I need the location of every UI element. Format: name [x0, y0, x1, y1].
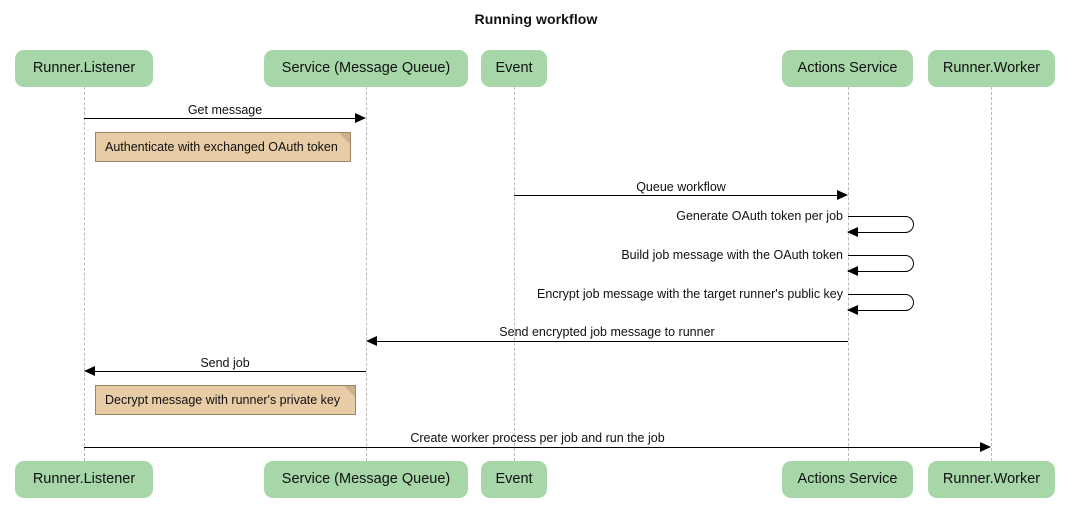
note-fold-inner-icon — [339, 133, 350, 144]
note-text: Decrypt message with runner's private ke… — [105, 393, 341, 407]
message-label-send-job: Send job — [200, 356, 250, 370]
participant-runner-worker-bottom[interactable]: Runner.Worker — [928, 461, 1055, 498]
arrowhead-left-send-encrypted-job-message-to-runner — [366, 336, 377, 346]
arrowhead-left-generate-oauth-token-per-job — [847, 227, 858, 237]
message-label-get-message: Get message — [187, 103, 263, 117]
note-text: Authenticate with exchanged OAuth token — [105, 140, 338, 154]
message-label-create-worker-process-per-job-and-run-the-job: Create worker process per job and run th… — [410, 431, 665, 445]
message-label-generate-oauth-token-per-job: Generate OAuth token per job — [676, 209, 843, 223]
lifeline-runner-worker — [991, 87, 992, 461]
participant-runner-worker-top[interactable]: Runner.Worker — [928, 50, 1055, 87]
arrowhead-left-build-job-message-with-the-oauth-token — [847, 266, 858, 276]
message-label-build-job-message-with-the-oauth-token: Build job message with the OAuth token — [621, 248, 843, 262]
message-line-send-job — [95, 371, 366, 372]
participant-runner-listener-top[interactable]: Runner.Listener — [15, 50, 153, 87]
note-fold-inner-icon — [344, 386, 355, 397]
note-decrypt-message-with-runners-private-key: Decrypt message with runner's private ke… — [95, 385, 356, 415]
arrowhead-left-encrypt-job-message-with-the-target-runners-public-key — [847, 305, 858, 315]
arrowhead-right-queue-workflow — [837, 190, 848, 200]
message-line-queue-workflow — [514, 195, 837, 196]
participant-event-top[interactable]: Event — [481, 50, 547, 87]
participant-actions-service-top[interactable]: Actions Service — [782, 50, 913, 87]
lifeline-event — [514, 87, 515, 461]
participant-runner-listener-bottom[interactable]: Runner.Listener — [15, 461, 153, 498]
self-message-loop-generate-oauth-token-per-job — [848, 216, 914, 233]
message-line-send-encrypted-job-message-to-runner — [377, 341, 848, 342]
message-line-get-message — [84, 118, 355, 119]
arrowhead-left-send-job — [84, 366, 95, 376]
participant-service-message-queue-top[interactable]: Service (Message Queue) — [264, 50, 468, 87]
lifeline-service-message-queue — [366, 87, 367, 461]
self-message-loop-build-job-message-with-the-oauth-token — [848, 255, 914, 272]
participant-service-message-queue-bottom[interactable]: Service (Message Queue) — [264, 461, 468, 498]
arrowhead-right-get-message — [355, 113, 366, 123]
participant-actions-service-bottom[interactable]: Actions Service — [782, 461, 913, 498]
lifeline-runner-listener — [84, 87, 85, 461]
message-label-send-encrypted-job-message-to-runner: Send encrypted job message to runner — [499, 325, 715, 339]
participant-event-bottom[interactable]: Event — [481, 461, 547, 498]
self-message-loop-encrypt-job-message-with-the-target-runners-public-key — [848, 294, 914, 311]
message-label-queue-workflow: Queue workflow — [636, 180, 726, 194]
arrowhead-right-create-worker-process-per-job-and-run-the-job — [980, 442, 991, 452]
note-authenticate-with-exchanged-oauth-token: Authenticate with exchanged OAuth token — [95, 132, 351, 162]
message-label-encrypt-job-message-with-the-target-runners-public-key: Encrypt job message with the target runn… — [536, 287, 843, 301]
message-line-create-worker-process-per-job-and-run-the-job — [84, 447, 980, 448]
page-title: Running workflow — [474, 11, 598, 27]
